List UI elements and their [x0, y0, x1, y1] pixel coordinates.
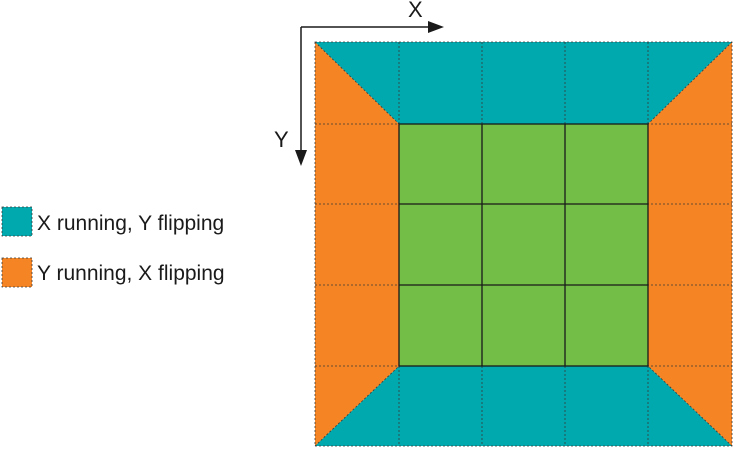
diagonal-bottom-right	[647, 365, 733, 447]
right-orange-region	[648, 42, 732, 446]
outer-border	[314, 41, 733, 447]
legend-swatch-orange	[1, 257, 33, 288]
left-orange-region	[315, 42, 399, 446]
diagonal-top-left	[314, 41, 400, 125]
x-axis-arrowhead	[428, 21, 444, 33]
legend-item-teal: X running, Y flipping	[1, 206, 224, 237]
legend-label-orange: Y running, X flipping	[37, 262, 225, 285]
legend-swatch-teal	[1, 206, 33, 237]
solid-inner-grid	[398, 123, 649, 367]
diagonal-bottom-left	[314, 365, 400, 447]
inner-border	[398, 123, 649, 367]
legend-item-orange: Y running, X flipping	[1, 257, 225, 288]
center-green-region	[399, 124, 648, 366]
top-teal-region	[315, 42, 732, 124]
diagonal-top-right	[647, 41, 733, 125]
grid	[314, 41, 733, 447]
legend-label-teal: X running, Y flipping	[37, 212, 224, 235]
y-axis-arrowhead	[295, 150, 307, 166]
axes: X Y	[274, 0, 444, 166]
x-axis-label: X	[408, 0, 423, 22]
bottom-teal-region	[315, 366, 732, 446]
legend: X running, Y flipping Y running, X flipp…	[1, 206, 225, 288]
y-axis-label: Y	[274, 127, 289, 152]
